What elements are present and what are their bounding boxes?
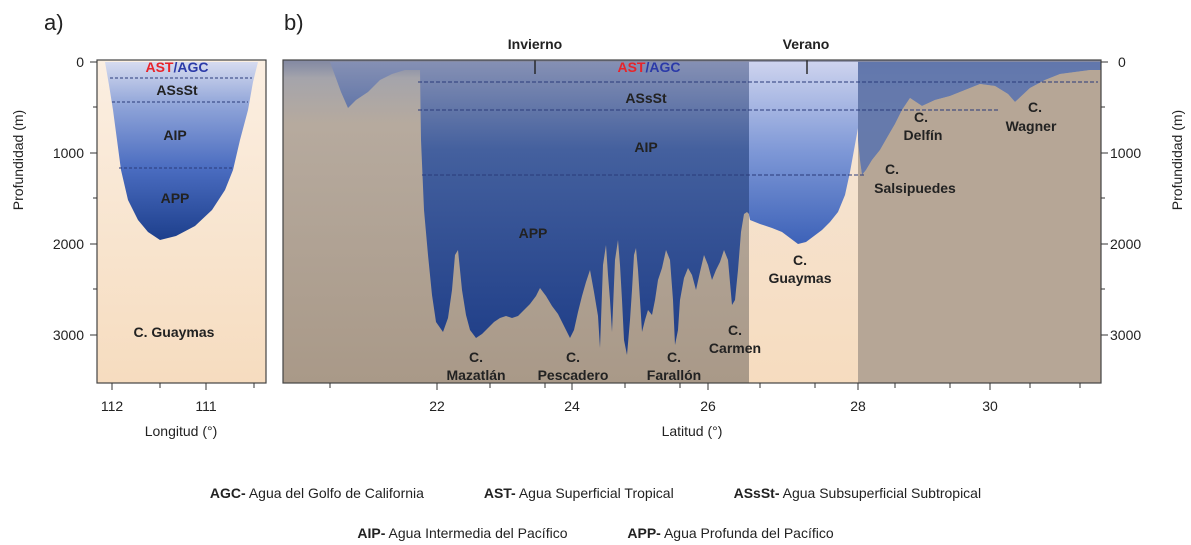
panel-b-y-tick: 3000 <box>1110 327 1141 343</box>
legend-abbr: AIP- <box>357 525 386 541</box>
legend-item-app: APP- Agua Profunda del Pacífico <box>627 525 833 541</box>
panel-a-y-tick: 1000 <box>53 145 84 161</box>
panel-b-x-axis-label: Latitud (°) <box>662 423 723 439</box>
basin-name: Farallón <box>647 367 701 383</box>
legend-abbr: AGC- <box>209 485 246 501</box>
basin-name: Pescadero <box>538 367 609 383</box>
basin-prefix: C. <box>469 349 483 365</box>
basin-prefix: C. <box>1028 99 1042 115</box>
basin-name: Carmen <box>709 340 761 356</box>
panel-b-x-tick: 24 <box>564 398 580 414</box>
basin-name: Delfín <box>904 127 943 143</box>
panel-b-y-axis: 0 1000 2000 3000 Profundidad (m) <box>1101 54 1185 343</box>
legend-desc: Agua Intermedia del Pacífico <box>385 525 568 541</box>
legend-item-assst: ASsSt- Agua Subsuperficial Subtropical <box>734 485 981 501</box>
panel-a-water-section <box>105 62 258 240</box>
panel-b-app-label: APP <box>519 225 548 241</box>
legend-desc: Agua Superficial Tropical <box>515 485 674 501</box>
panel-a-aip-label: AIP <box>163 127 186 143</box>
panel-b-winter-label: Invierno <box>508 36 562 52</box>
panel-a-y-tick: 3000 <box>53 327 84 343</box>
panel-b-x-tick: 22 <box>429 398 445 414</box>
legend-item-agc: AGC- Agua del Golfo de California <box>210 485 424 501</box>
panel-a-y-axis: 0 1000 2000 3000 Profundidad (m) <box>10 54 97 343</box>
panel-b-x-axis: 22 24 26 28 30 Latitud (°) <box>329 383 1081 439</box>
panel-b-aip-label: AIP <box>634 139 657 155</box>
panel-a-app-label: APP <box>161 190 190 206</box>
panel-a-basin-label: C. Guaymas <box>134 324 215 340</box>
basin-name: Wagner <box>1006 118 1057 134</box>
panel-b-y-tick: 0 <box>1118 54 1126 70</box>
legend-row-1: AGC- Agua del Golfo de California AST- A… <box>0 485 1191 501</box>
legend-item-ast: AST- Agua Superficial Tropical <box>484 485 674 501</box>
legend-desc: Agua Subsuperficial Subtropical <box>779 485 982 501</box>
panel-b-x-tick: 26 <box>700 398 716 414</box>
basin-prefix: C. <box>885 161 899 177</box>
basin-name: Salsipuedes <box>874 180 956 196</box>
legend-abbr: APP- <box>627 525 661 541</box>
panel-a-assst-label: ASsSt <box>156 82 198 98</box>
panel-b-x-tick: 30 <box>982 398 998 414</box>
legend-desc: Agua Profunda del Pacífico <box>660 525 834 541</box>
panel-a-x-axis: 112 111 Longitud (°) <box>101 383 255 439</box>
legend-abbr: ASsSt- <box>733 485 780 501</box>
basin-prefix: C. <box>793 252 807 268</box>
panel-b-basin-farallon: C. Farallón <box>647 349 701 383</box>
panel-b-seafloor-north <box>858 70 1101 383</box>
legend-desc: Agua del Golfo de California <box>245 485 424 501</box>
basin-prefix: C. <box>914 109 928 125</box>
panel-b-basin-delfin: C. Delfín <box>904 109 943 143</box>
panel-b-label: b) <box>284 10 304 35</box>
panel-a-frame <box>96 59 267 384</box>
legend-abbr: AST- <box>483 485 516 501</box>
panel-b-basin-salsipuedes: C. Salsipuedes <box>874 161 956 196</box>
panel-b-basin-wagner: C. Wagner <box>1006 99 1057 134</box>
panel-b-x-tick: 28 <box>850 398 866 414</box>
panel-b-water-winter <box>330 62 749 355</box>
panel-a-y-tick: 2000 <box>53 236 84 252</box>
panel-b-y-axis-label: Profundidad (m) <box>1169 110 1185 210</box>
panel-a-x-axis-label: Longitud (°) <box>145 423 218 439</box>
panel-a-ast-agc-label: AST/AGC <box>145 59 208 75</box>
panel-b-y-tick: 2000 <box>1110 236 1141 252</box>
basin-prefix: C. <box>728 322 742 338</box>
panel-b-ast-agc-label: AST/AGC <box>617 59 680 75</box>
panel-b-basin-guaymas: C. Guaymas <box>768 252 831 286</box>
panel-a-x-tick: 111 <box>195 398 216 414</box>
legend-row-2: AIP- Agua Intermedia del Pacífico APP- A… <box>0 525 1191 541</box>
panel-b-frame <box>282 59 1102 384</box>
panel-b: Invierno Verano AST/AGC ASsSt AIP APP C.… <box>282 36 1185 439</box>
panel-b-y-tick: 1000 <box>1110 145 1141 161</box>
panel-b-basin-carmen: C. Carmen <box>709 322 761 356</box>
legend-item-aip: AIP- Agua Intermedia del Pacífico <box>357 525 567 541</box>
panel-b-assst-label: ASsSt <box>625 90 667 106</box>
panel-b-basin-mazatlan: C. Mazatlán <box>446 349 505 383</box>
panel-b-summer-label: Verano <box>783 36 830 52</box>
basin-name: Guaymas <box>768 270 831 286</box>
panel-a-x-tick: 112 <box>101 398 124 414</box>
basin-name: Mazatlán <box>446 367 505 383</box>
basin-prefix: C. <box>566 349 580 365</box>
panel-b-basin-pescadero: C. Pescadero <box>538 349 609 383</box>
panel-a-label: a) <box>44 10 64 35</box>
basin-prefix: C. <box>667 349 681 365</box>
panel-b-water-north <box>858 62 1101 175</box>
panel-b-water-summer <box>749 62 858 244</box>
panel-a-y-tick: 0 <box>76 54 84 70</box>
panel-a: AST/AGC ASsSt AIP APP C. Guaymas 0 1000 … <box>10 54 267 439</box>
panel-a-y-axis-label: Profundidad (m) <box>10 110 26 210</box>
